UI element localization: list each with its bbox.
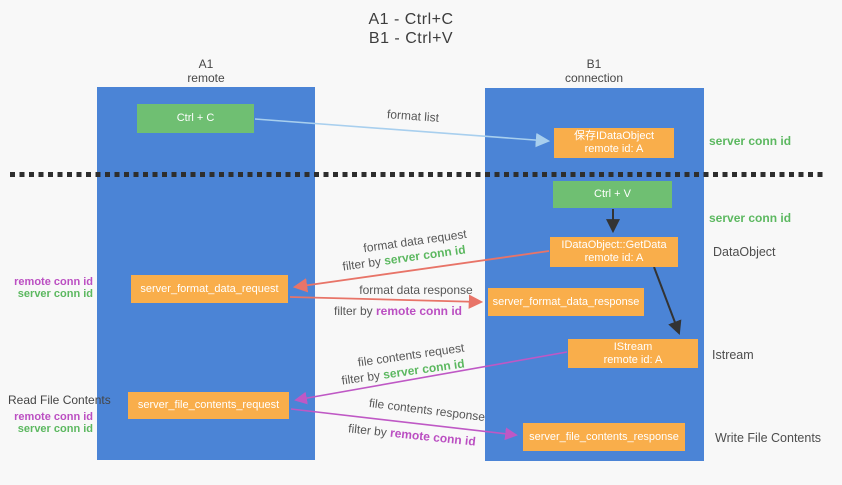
remote-conn-id-text: remote conn id: [376, 304, 463, 318]
server-file-contents-request-node: server_file_contents_request: [128, 392, 289, 419]
save-idataobject-remote-id: remote id: A: [584, 143, 644, 155]
format-data-response-label: format data response: [359, 283, 473, 297]
read-file-contents-label: Read File Contents: [8, 393, 111, 407]
server-file-contents-response-node: server_file_contents_response: [523, 423, 685, 451]
dataobject-label: DataObject: [713, 245, 776, 259]
filter-by-remote-conn-id-label: filter by remote conn id: [348, 421, 477, 448]
left-conn-id-annotation-format: remote conn id server conn id: [14, 276, 93, 300]
server-format-data-response-node: server_format_data_response: [488, 288, 644, 316]
lane-header-b1: B1 connection: [534, 57, 654, 85]
remote-conn-id-text: remote conn id: [14, 276, 93, 288]
ctrl-v-label: Ctrl + V: [594, 188, 631, 200]
istream-side-label: Istream: [712, 348, 754, 362]
lane-a1-subtitle: remote: [187, 71, 225, 85]
filter-by-text: filter by: [340, 367, 385, 388]
getdata-remote-id: remote id: A: [584, 252, 644, 264]
format-data-response-arrow: [289, 294, 484, 309]
istream-remote-id: remote id: A: [603, 353, 663, 366]
filter-by-remote-conn-id-label: filter by remote conn id: [334, 304, 462, 318]
server-conn-id-text: server conn id: [17, 288, 93, 300]
write-file-contents-label: Write File Contents: [715, 431, 822, 445]
filter-by-text: filter by: [341, 253, 386, 274]
save-idataobject-title: 保存IDataObject: [573, 130, 655, 142]
ctrl-c-node: Ctrl + C: [137, 104, 254, 133]
lane-a1-name: A1: [198, 57, 214, 71]
getdata-title: IDataObject::GetData: [561, 239, 667, 251]
idataobject-getdata-node: IDataObject::GetData remote id: A: [550, 237, 678, 267]
remote-conn-id-text: remote conn id: [389, 425, 477, 449]
filter-by-text: filter by: [333, 304, 376, 318]
server-format-data-request-label: server_format_data_request: [140, 282, 279, 295]
left-conn-id-annotation-file: remote conn id server conn id: [14, 411, 93, 435]
save-idataobject-node: 保存IDataObject remote id: A: [554, 128, 674, 158]
lane-header-a1: A1 remote: [146, 57, 266, 85]
ctrl-v-node: Ctrl + V: [553, 181, 672, 208]
ctrl-c-label: Ctrl + C: [176, 112, 215, 124]
lane-b1-subtitle: connection: [564, 71, 624, 85]
title-line-2: B1 - Ctrl+V: [368, 30, 454, 47]
server-format-data-request-node: server_format_data_request: [131, 275, 288, 303]
server-conn-id-text: server conn id: [17, 423, 93, 435]
remote-conn-id-text: remote conn id: [14, 411, 93, 423]
lane-b1-name: B1: [586, 57, 602, 71]
server-conn-id-annotation-bottom: server conn id: [709, 211, 792, 225]
server-format-data-response-label: server_format_data_response: [492, 295, 640, 308]
server-file-contents-response-label: server_file_contents_response: [529, 430, 679, 443]
server-conn-id-annotation-top: server conn id: [709, 134, 792, 148]
session-divider-dashed-line: [10, 172, 823, 177]
istream-title: IStream: [613, 340, 653, 353]
istream-node: IStream remote id: A: [568, 339, 698, 368]
diagram-title: A1 - Ctrl+C B1 - Ctrl+V: [0, 10, 822, 48]
format-list-label: format list: [386, 107, 440, 125]
filter-by-text: filter by: [347, 421, 391, 440]
title-line-1: A1 - Ctrl+C: [368, 11, 454, 28]
file-contents-response-label: file contents response: [368, 395, 486, 425]
server-file-contents-request-label: server_file_contents_request: [137, 399, 280, 411]
